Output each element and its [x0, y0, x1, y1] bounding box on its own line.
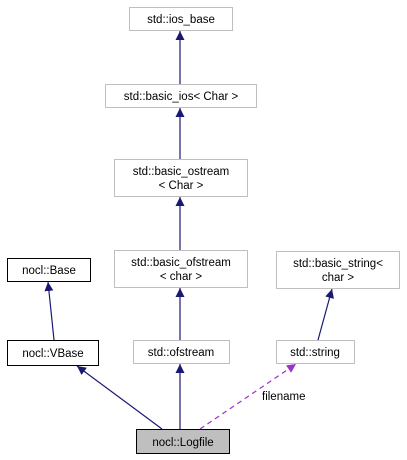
- node-label: nocl::Logfile: [152, 437, 213, 449]
- node-label: std::ofstream: [148, 347, 214, 359]
- edge-vbase-to-base: [44, 281, 55, 341]
- node-std-ios-base[interactable]: std::ios_base: [129, 7, 233, 31]
- node-std-basic-ios[interactable]: std::basic_ios< Char >: [105, 84, 257, 108]
- edge-logfile-to-vbase: [76, 365, 163, 430]
- node-nocl-base[interactable]: nocl::Base: [7, 258, 91, 282]
- node-std-string[interactable]: std::string: [276, 340, 355, 364]
- edge-string-to-basic-string: [317, 288, 334, 341]
- node-label: nocl::VBase: [22, 348, 83, 360]
- node-label-line-1: std::basic_ofstream: [131, 257, 231, 269]
- node-label: std::string: [290, 347, 340, 359]
- node-label: std::basic_ios< Char >: [124, 91, 239, 103]
- node-std-basic-ostream[interactable]: std::basic_ostream < Char >: [114, 159, 248, 197]
- edge-string-used-by-logfile: [199, 363, 297, 430]
- node-std-ofstream[interactable]: std::ofstream: [133, 340, 230, 364]
- node-label-line-2: < char >: [160, 271, 202, 283]
- node-std-basic-ofstream[interactable]: std::basic_ofstream < char >: [114, 250, 248, 288]
- node-label-line-1: std::basic_ostream: [133, 166, 230, 178]
- node-label: nocl::Base: [22, 265, 76, 277]
- node-label-line-1: std::basic_string<: [293, 258, 383, 270]
- node-label: std::ios_base: [147, 14, 215, 26]
- node-std-basic-string[interactable]: std::basic_string< char >: [276, 251, 400, 289]
- node-label-line-2: char >: [322, 272, 355, 284]
- node-nocl-logfile[interactable]: nocl::Logfile: [136, 429, 230, 454]
- node-nocl-vbase[interactable]: nocl::VBase: [7, 340, 99, 366]
- node-label-line-2: < Char >: [159, 180, 204, 192]
- edge-label-filename: filename: [262, 391, 305, 403]
